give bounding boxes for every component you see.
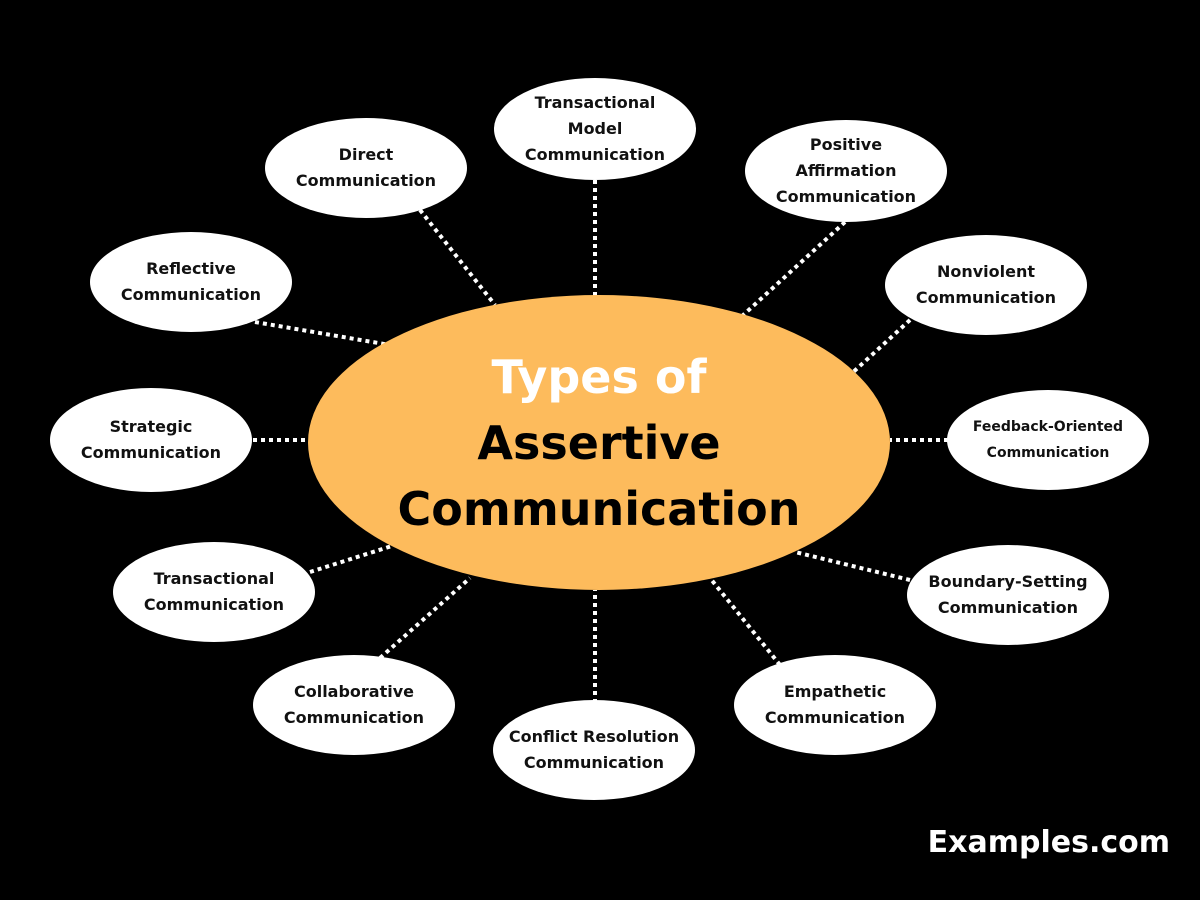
central-topic: Types of Assertive Communication xyxy=(308,295,890,590)
node-label: Collaborative Communication xyxy=(283,682,425,727)
node-label: Feedback-Oriented Communication xyxy=(972,419,1124,461)
node-label: Direct Communication xyxy=(295,145,437,190)
node-collaborative: Collaborative Communication xyxy=(253,655,455,755)
node-label: Conflict Resolution Communication xyxy=(508,727,680,772)
node-label: Positive Affirmation Communication xyxy=(775,135,917,206)
center-line-1: Types of xyxy=(491,349,707,404)
brand-watermark: Examples.com xyxy=(927,825,1170,860)
node-direct: Direct Communication xyxy=(265,118,467,218)
node-transactional-model: Transactional Model Communication xyxy=(494,78,696,180)
node-conflict-resolution: Conflict Resolution Communication xyxy=(493,700,695,800)
node-label: Nonviolent Communication xyxy=(915,262,1057,307)
node-nonviolent: Nonviolent Communication xyxy=(885,235,1087,335)
node-empathetic: Empathetic Communication xyxy=(734,655,936,755)
node-label: Transactional Model Communication xyxy=(524,93,666,164)
node-positive-affirmation: Positive Affirmation Communication xyxy=(745,120,947,222)
node-boundary-setting: Boundary-Setting Communication xyxy=(907,545,1109,645)
node-label: Reflective Communication xyxy=(120,259,262,304)
center-line-2: Assertive xyxy=(477,415,721,470)
node-feedback-oriented: Feedback-Oriented Communication xyxy=(947,390,1149,490)
node-label: Empathetic Communication xyxy=(764,682,906,727)
center-line-3: Communication xyxy=(397,481,801,536)
node-label: Transactional Communication xyxy=(143,569,285,614)
node-label: Boundary-Setting Communication xyxy=(928,572,1088,617)
node-transactional: Transactional Communication xyxy=(113,542,315,642)
node-strategic: Strategic Communication xyxy=(50,388,252,492)
node-label: Strategic Communication xyxy=(80,417,222,462)
node-reflective: Reflective Communication xyxy=(90,232,292,332)
